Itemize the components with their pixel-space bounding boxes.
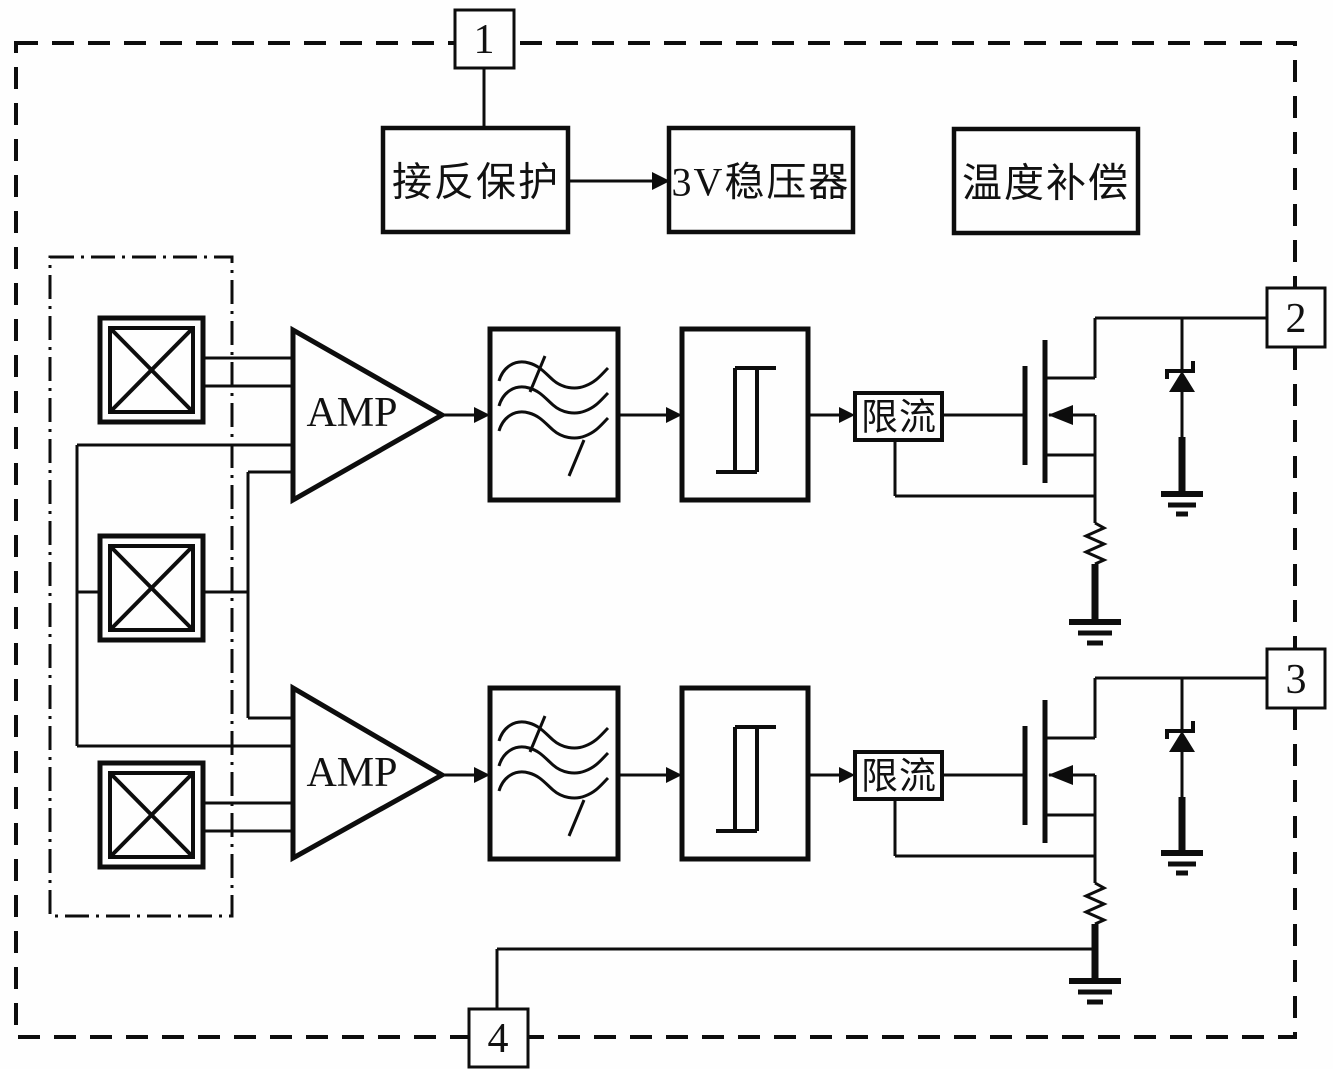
arrowhead-filter2-input (474, 767, 490, 783)
current-limiter-top-label: 限流 (861, 398, 937, 439)
sensor-wiring (75, 356, 293, 833)
ground-symbol-zener-bottom (1161, 850, 1203, 876)
source-resistor-top (1082, 521, 1108, 622)
ground-symbol-source-bottom (1069, 978, 1121, 1005)
arrowhead-limiter2-input (839, 767, 855, 783)
regulator-3v-label: 3V稳压器 (672, 160, 851, 205)
amplifier-top-label: AMP (306, 390, 397, 436)
mosfet-bottom (1022, 678, 1097, 883)
reverse-protection-block: 接反保护 (380, 125, 571, 235)
temperature-compensation-label: 温度补偿 (962, 161, 1130, 206)
terminal-3-label: 3 (1286, 657, 1307, 703)
filter2-slash-top (528, 715, 547, 753)
sensor-element-bottom (97, 760, 206, 870)
sensor-element-top (97, 315, 206, 425)
outer-dashed-boundary (14, 41, 1297, 1039)
reverse-protection-label: 接反保护 (392, 160, 560, 205)
zener-diode-bottom (1165, 678, 1195, 853)
temperature-compensation-block: 温度补偿 (951, 126, 1141, 236)
mosfet-bottom-body-arrow (1048, 765, 1073, 785)
sensor-group-dashdot-boundary (48, 255, 234, 918)
filter1-slash-top (528, 355, 547, 393)
ground-symbol-zener-top (1161, 491, 1203, 517)
terminal-2: 2 (1265, 286, 1327, 349)
current-limiter-bottom: 限流 (853, 750, 944, 801)
terminal-1: 1 (453, 8, 516, 128)
terminal-3: 3 (1265, 647, 1327, 710)
amplifier-top: AMP (290, 325, 448, 505)
arrowhead-filter1-input (474, 407, 490, 423)
terminal-2-label: 2 (1286, 296, 1307, 342)
terminal-4-label: 4 (488, 1016, 509, 1062)
feedback-limiter-top (893, 440, 1095, 498)
feedback-limiter-bottom (893, 799, 1095, 858)
arrowhead-schmitt2-input (666, 767, 682, 783)
amplifier-bottom: AMP (290, 683, 448, 863)
current-limiter-bottom-label: 限流 (861, 757, 937, 798)
bandpass-filter-bottom (487, 685, 621, 862)
zener-diode-top (1165, 318, 1195, 494)
filter2-slash-bottom (567, 799, 586, 837)
bandpass-filter-top (487, 326, 621, 503)
terminal-4-wiring (495, 947, 1095, 1009)
terminal-4: 4 (467, 1007, 530, 1069)
sensor-element-middle (97, 533, 206, 643)
mosfet-top-body-arrow (1048, 405, 1073, 425)
arrowhead-schmitt1-input (666, 407, 682, 423)
schmitt-trigger-top (679, 326, 811, 503)
terminal-1-label: 1 (474, 17, 495, 63)
arrowhead-limiter1-input (839, 407, 855, 423)
ground-symbol-source-top (1069, 619, 1121, 646)
current-limiter-top: 限流 (853, 391, 944, 442)
filter1-slash-bottom (567, 439, 586, 477)
regulator-3v-block: 3V稳压器 (666, 125, 856, 235)
mosfet-top (1022, 318, 1097, 523)
schmitt-trigger-bottom (679, 685, 811, 862)
source-resistor-bottom (1082, 881, 1108, 981)
arrowhead-regulator-input (652, 172, 670, 190)
amplifier-bottom-label: AMP (306, 750, 397, 796)
